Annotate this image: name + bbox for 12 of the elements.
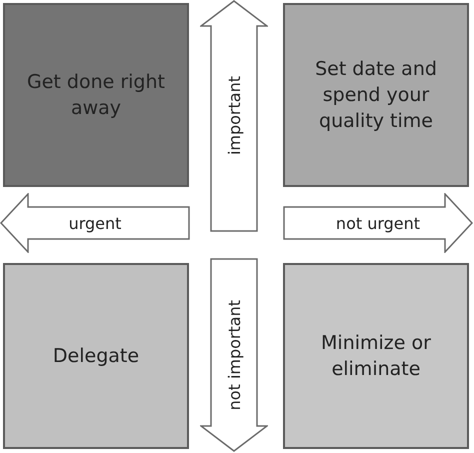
- quadrant-text: Delegate: [52, 344, 140, 369]
- quadrant-text: Get done right away: [26, 70, 166, 121]
- axis-label: urgent: [68, 214, 122, 232]
- axis-label: not important: [224, 300, 244, 410]
- quadrant-box: [3, 263, 189, 449]
- quadrant-box: [3, 3, 189, 187]
- quadrant-text: Minimize or eliminate: [320, 331, 432, 382]
- quadrant-box: [283, 263, 469, 449]
- quadrant-box: [283, 3, 469, 187]
- quadrant-text: Set date and spend your quality time: [314, 57, 438, 134]
- axis-label: important: [224, 76, 244, 156]
- axis-label: not urgent: [336, 214, 420, 232]
